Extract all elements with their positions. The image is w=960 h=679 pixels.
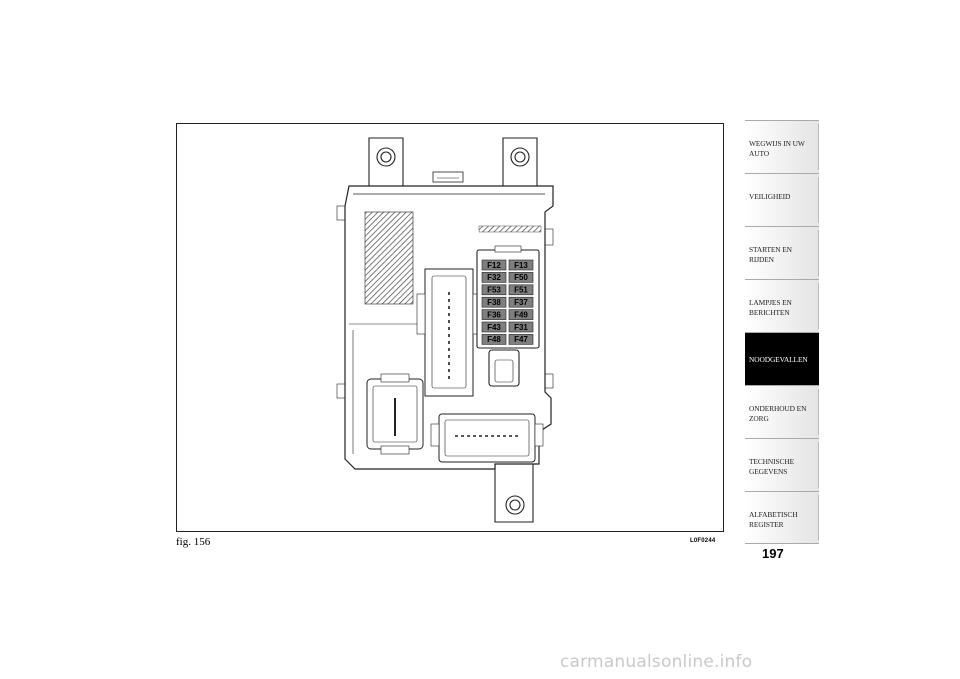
fuse-cell xyxy=(508,272,534,283)
fuse-label: F37 xyxy=(514,298,528,307)
fuse-cell xyxy=(508,309,534,320)
mount-tab-bottom xyxy=(494,464,534,523)
fuse-cell xyxy=(481,334,507,345)
tab-technische[interactable]: TECHNISCHE GEGEVENS xyxy=(745,438,819,491)
fuse-cell xyxy=(481,309,507,320)
tab-veiligheid[interactable]: VEILIGHEID xyxy=(745,173,819,226)
fuse-label: F38 xyxy=(487,298,501,307)
connector-left xyxy=(366,373,424,455)
fuse-cell xyxy=(481,284,507,296)
tab-label: NOODGEVALLEN xyxy=(749,355,808,364)
tab-starten[interactable]: STARTEN EN RIJDEN xyxy=(745,226,819,279)
tab-label: TECHNISCHE GEGEVENS xyxy=(749,457,794,476)
connector-bottom xyxy=(430,413,544,463)
mount-tab-right xyxy=(502,137,538,186)
fuse-cell xyxy=(508,321,534,333)
label-area xyxy=(364,211,414,305)
fuse-label: F13 xyxy=(514,261,528,270)
page-number: 197 xyxy=(762,546,784,561)
connector-center xyxy=(416,268,482,397)
fuse-cell xyxy=(508,284,534,296)
label-strip xyxy=(478,225,542,233)
tab-label: ONDERHOUD EN ZORG xyxy=(749,404,807,423)
tab-label: WEGWIJS IN UW AUTO xyxy=(749,139,805,158)
mount-tab-left xyxy=(368,137,404,186)
fuse-cell xyxy=(481,296,507,308)
fuse-label: F51 xyxy=(514,286,528,295)
tab-label: VEILIGHEID xyxy=(749,192,791,201)
fuse-label: F47 xyxy=(514,335,528,344)
tab-onderhoud[interactable]: ONDERHOUD EN ZORG xyxy=(745,385,819,438)
fuse-label: F32 xyxy=(487,273,501,282)
tab-alfabetisch[interactable]: ALFABETISCH REGISTER xyxy=(745,491,819,544)
fuse-label: F50 xyxy=(514,273,528,282)
figure-caption: fig. 156 xyxy=(176,536,211,548)
figure-code: L0F0244 xyxy=(690,538,716,544)
fuse-label: F48 xyxy=(487,335,501,344)
section-tabs: WEGWIJS IN UW AUTO VEILIGHEID STARTEN EN… xyxy=(745,120,819,544)
fuse-cell xyxy=(508,296,534,308)
fuse-cell xyxy=(508,259,534,271)
fuse-label: F43 xyxy=(487,323,501,332)
tab-wegwijs[interactable]: WEGWIJS IN UW AUTO xyxy=(745,120,819,173)
fuse-cell xyxy=(481,321,507,333)
tab-label: LAMPJES EN BERICHTEN xyxy=(749,298,792,317)
tab-noodgevallen[interactable]: NOODGEVALLEN xyxy=(745,332,819,385)
tab-label: STARTEN EN RIJDEN xyxy=(749,245,792,264)
tab-label: ALFABETISCH REGISTER xyxy=(749,510,798,529)
fuse-label: F12 xyxy=(487,261,501,270)
fuse-label: F36 xyxy=(487,310,501,319)
fuse-cell xyxy=(508,334,534,345)
fuse-cell xyxy=(481,259,507,271)
tab-lampjes[interactable]: LAMPJES EN BERICHTEN xyxy=(745,279,819,332)
fuse-cell xyxy=(481,272,507,283)
fuse-label: F31 xyxy=(514,323,528,332)
watermark: carmanualsonline.info xyxy=(560,652,753,672)
fuse-label: F49 xyxy=(514,310,528,319)
fuse-label: F53 xyxy=(487,286,501,295)
